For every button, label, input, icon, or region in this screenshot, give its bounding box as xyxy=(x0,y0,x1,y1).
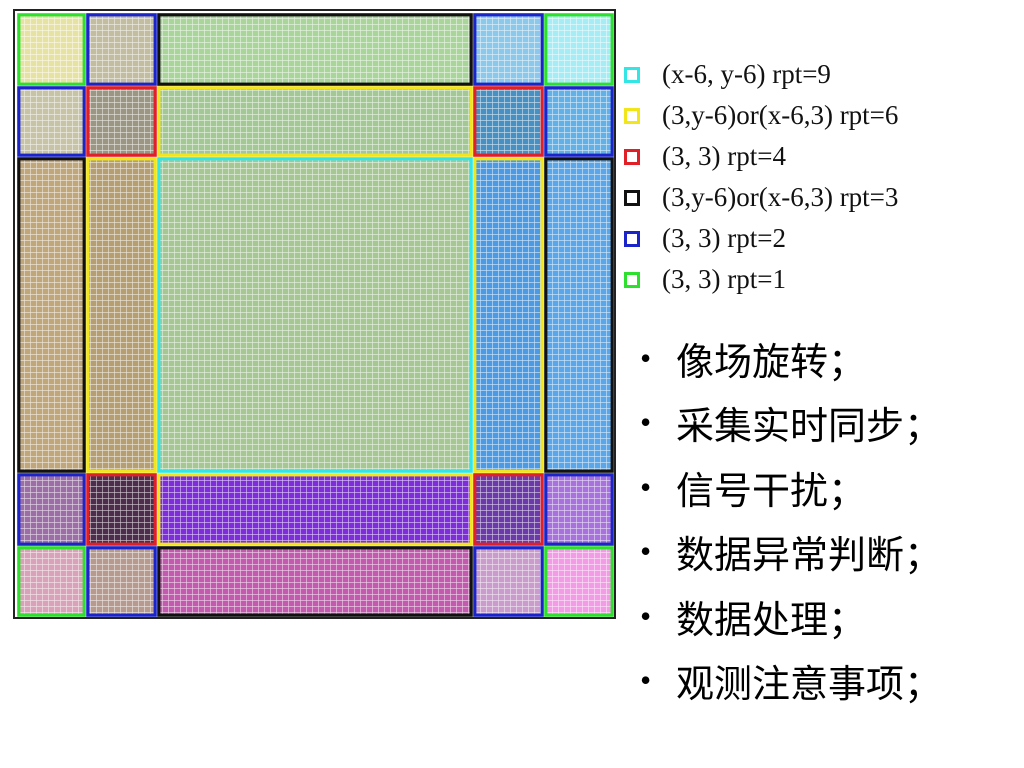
bullet-text: 数据异常判断； xyxy=(676,535,943,578)
legend-swatch xyxy=(624,148,640,165)
bullet-item: • 像场旋转； xyxy=(640,326,1020,391)
legend-label: (3,y-6)or(x-6,3) rpt=6 xyxy=(662,100,899,130)
bullet-list: • 像场旋转； • 采集实时同步； • 信号干扰； • 数据异常判断； • 数据处理； •… xyxy=(640,326,1020,713)
legend-swatch xyxy=(624,107,640,124)
inner-edge-right-rpt6 xyxy=(473,157,544,473)
edge-bottom-left-rpt2 xyxy=(86,546,157,617)
bullet-text: 信号干扰； xyxy=(676,470,867,513)
bullet-text: 像场旋转； xyxy=(676,341,867,384)
edge-right-rpt3 xyxy=(544,157,614,473)
legend-label: (3, 3) rpt=2 xyxy=(662,223,786,253)
legend-item: (x-6, y-6) rpt=9 xyxy=(624,54,1014,95)
legend-swatch xyxy=(624,66,640,83)
edge-top-rpt3 xyxy=(157,13,473,86)
legend-item: (3,y-6)or(x-6,3) rpt=6 xyxy=(624,95,1014,136)
edge-right-bottom-rpt2 xyxy=(544,473,614,546)
edge-top-right-rpt2 xyxy=(473,13,544,86)
inner-edge-bottom-rpt6 xyxy=(157,473,473,546)
legend-swatch xyxy=(624,230,640,247)
inner-corner-bottom-left-rpt4 xyxy=(86,473,157,546)
bullet-text: 观测注意事项； xyxy=(676,664,943,707)
corner-top-right-rpt1 xyxy=(544,13,614,86)
legend-label: (3,y-6)or(x-6,3) rpt=3 xyxy=(662,182,899,212)
inner-corner-top-left-rpt4 xyxy=(86,86,157,157)
legend-label: (3, 3) rpt=4 xyxy=(662,141,786,171)
corner-bottom-right-rpt1 xyxy=(544,546,614,617)
bullet-marker: • xyxy=(640,468,652,505)
bullet-item: • 采集实时同步； xyxy=(640,391,1020,456)
legend-label: (3, 3) rpt=1 xyxy=(662,264,786,294)
bullet-marker: • xyxy=(640,597,652,634)
bullet-marker: • xyxy=(640,662,652,699)
inner-edge-top-rpt6 xyxy=(157,86,473,157)
bullet-item: • 观测注意事项； xyxy=(640,649,1020,714)
bullet-item: • 信号干扰； xyxy=(640,455,1020,520)
inner-edge-left-rpt6 xyxy=(86,157,157,473)
bullet-marker: • xyxy=(640,533,652,570)
edge-right-top-rpt2 xyxy=(544,86,614,157)
legend-swatch xyxy=(624,189,640,206)
edge-left-bottom-rpt2 xyxy=(17,473,86,546)
corner-bottom-left-rpt1 xyxy=(17,546,86,617)
bullet-text: 采集实时同步； xyxy=(676,406,943,449)
legend: (x-6, y-6) rpt=9 (3,y-6)or(x-6,3) rpt=6 … xyxy=(624,54,1014,300)
corner-top-left-rpt1 xyxy=(17,13,86,86)
legend-label: (x-6, y-6) rpt=9 xyxy=(662,59,831,89)
edge-bottom-rpt3 xyxy=(157,546,473,617)
inner-corner-top-right-rpt4 xyxy=(473,86,544,157)
edge-left-top-rpt2 xyxy=(17,86,86,157)
legend-item: (3, 3) rpt=2 xyxy=(624,218,1014,259)
bullet-marker: • xyxy=(640,339,652,376)
bullet-marker: • xyxy=(640,404,652,441)
inner-corner-bottom-right-rpt4 xyxy=(473,473,544,546)
edge-left-rpt3 xyxy=(17,157,86,473)
legend-item: (3, 3) rpt=1 xyxy=(624,259,1014,300)
legend-item: (3, 3) rpt=4 xyxy=(624,136,1014,177)
bullet-item: • 数据异常判断； xyxy=(640,520,1020,585)
bullet-item: • 数据处理； xyxy=(640,584,1020,649)
edge-bottom-right-rpt2 xyxy=(473,546,544,617)
legend-item: (3,y-6)or(x-6,3) rpt=3 xyxy=(624,177,1014,218)
tile-grid-diagram xyxy=(13,9,616,619)
center-rpt9 xyxy=(157,157,473,473)
legend-swatch xyxy=(624,271,640,288)
edge-top-left-rpt2 xyxy=(86,13,157,86)
bullet-text: 数据处理； xyxy=(676,599,867,642)
